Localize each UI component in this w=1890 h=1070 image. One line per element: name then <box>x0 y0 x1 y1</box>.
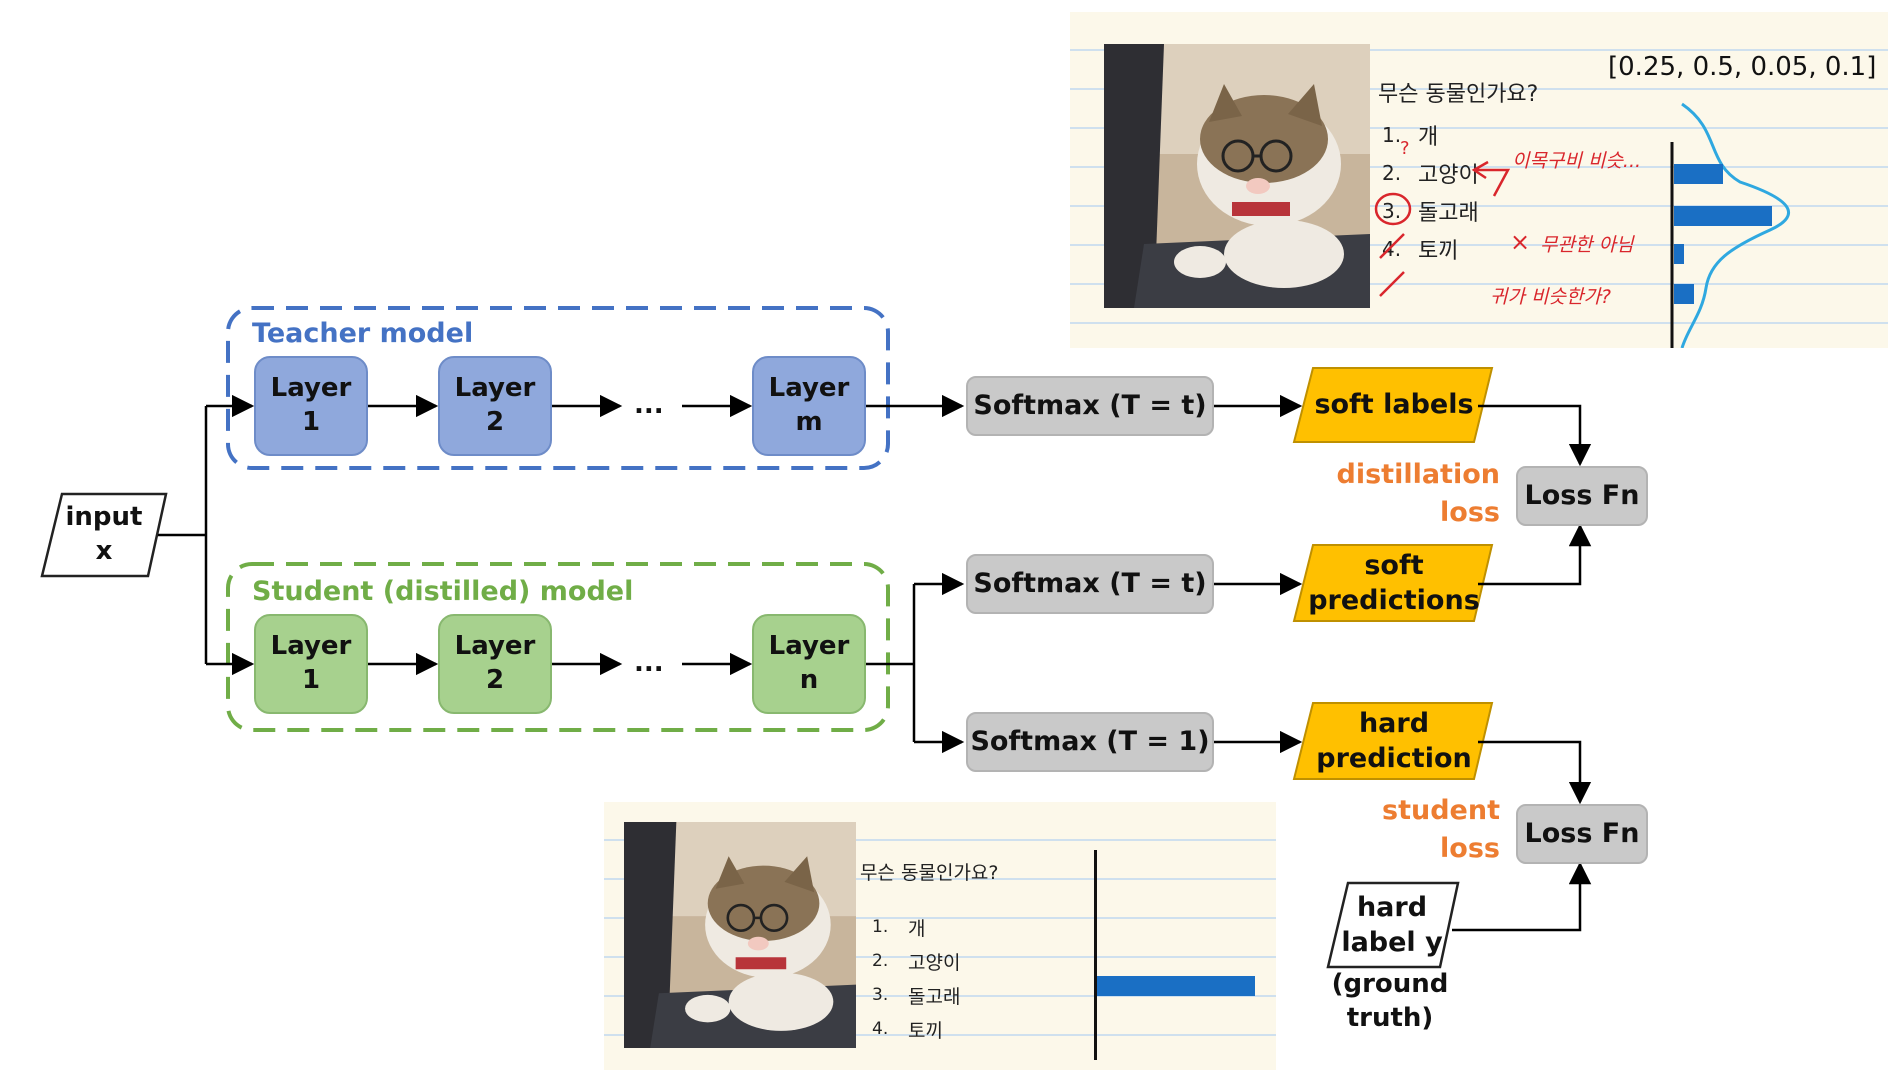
student-layer-n: Layer n <box>752 614 866 714</box>
option-label: 돌고래 <box>908 985 961 1008</box>
prob-bar-4 <box>1674 284 1694 304</box>
option-number: 3. <box>872 985 889 1005</box>
teacher-layer-1: Layer 1 <box>254 356 368 456</box>
hard-label-example-panel: 무슨 동물인가요? 1. 개 2. 고양이 3. 돌고래 4. 토끼 <box>604 802 1276 1070</box>
handwritten-marks: ? × <box>1374 102 1791 348</box>
option-label: 토끼 <box>1418 239 1459 264</box>
soft-prob-bars <box>1070 12 1888 348</box>
annotation-unrelated: 무관한 아님 <box>1540 234 1634 256</box>
input-shape <box>40 492 168 578</box>
soft-panel-options: 1.개 2.고양이 3.돌고래 4.토끼 <box>1382 116 1479 268</box>
soft-labels-shape <box>1292 367 1494 443</box>
hard-prediction: hard prediction <box>1316 707 1472 774</box>
option-label: 토끼 <box>908 1019 943 1042</box>
strike-mark-3 <box>1379 233 1405 259</box>
prob-bar-2 <box>1097 976 1255 996</box>
prob-bar-2 <box>1674 206 1772 226</box>
soft-predictions-shape <box>1292 544 1494 622</box>
cat-photo <box>624 822 856 1048</box>
hard-panel-question: 무슨 동물인가요? <box>860 862 999 884</box>
hard-label: hard label y <box>1341 891 1443 958</box>
ground-truth-label: (ground truth) <box>1331 969 1449 1033</box>
option-number: 1. <box>872 917 889 937</box>
annotation-similar-features: 이목구비 비슷... <box>1512 150 1642 172</box>
student-model-title: Student (distilled) model <box>252 576 634 607</box>
hard-option-3: 3. 돌고래 <box>872 978 960 1012</box>
softmax-student-hard: Softmax (T = 1) <box>966 712 1214 772</box>
distribution-curve <box>1680 102 1791 348</box>
option-label: 개 <box>1418 125 1439 150</box>
teacher-layer-m: Layer m <box>752 356 866 456</box>
prob-bar-3 <box>1674 244 1684 264</box>
student-loss-label: student loss <box>1382 795 1500 864</box>
cat-photo <box>1104 44 1370 308</box>
loss-fn-distillation: Loss Fn <box>1516 466 1648 526</box>
teacher-layer-2: Layer 2 <box>438 356 552 456</box>
hard-option-4: 4. 토끼 <box>872 1012 960 1046</box>
strike-mark-4 <box>1379 271 1405 297</box>
hard-prediction-shape <box>1292 702 1494 780</box>
soft-labels: soft labels <box>1314 389 1474 421</box>
teacher-model-title: Teacher model <box>252 318 474 349</box>
teacher-ellipsis: ... <box>634 390 664 420</box>
hard-panel-options: 1. 개 2. 고양이 3. 돌고래 4. 토끼 <box>872 910 960 1046</box>
option-number: 1. <box>1382 123 1402 147</box>
option-number: 4. <box>872 1019 889 1039</box>
option-label: 개 <box>908 917 926 940</box>
hard-prob-bars <box>604 802 1276 1070</box>
student-model-group <box>226 562 890 732</box>
soft-panel-question: 무슨 동물인가요? <box>1378 82 1539 107</box>
option-label: 고양이 <box>908 951 961 974</box>
option-label: 고양이 <box>1418 163 1479 188</box>
soft-option-3: 3. 돌고래 <box>1382 192 1479 230</box>
hard-option-2: 2. 고양이 <box>872 944 960 978</box>
input-label: input x <box>65 502 143 566</box>
softmax-teacher: Softmax (T = t) <box>966 376 1214 436</box>
student-layer-2: Layer 2 <box>438 614 552 714</box>
arrow-mark <box>1471 160 1511 197</box>
option-number: 2. <box>1382 161 1402 185</box>
soft-predictions: soft predictions <box>1308 549 1480 616</box>
option-number: 3. <box>1382 199 1402 223</box>
x-mark: × <box>1510 228 1530 256</box>
loss-fn-student: Loss Fn <box>1516 804 1648 864</box>
hard-option-1: 1. 개 <box>872 910 960 944</box>
annotation-similar-ears: 귀가 비슷한가? <box>1490 286 1612 308</box>
option-label: 돌고래 <box>1418 201 1479 226</box>
soft-label-vector: [0.25, 0.5, 0.05, 0.1] <box>1608 52 1877 82</box>
circle-mark <box>1374 192 1412 226</box>
distillation-loss-label: distillation loss <box>1336 459 1500 528</box>
soft-label-example-panel: 무슨 동물인가요? [0.25, 0.5, 0.05, 0.1] 1. 개 2. 고… <box>1070 12 1888 348</box>
hard-bar-axis <box>1094 850 1097 1060</box>
hard-label-shape <box>1326 881 1460 969</box>
teacher-model-group <box>226 306 890 470</box>
softmax-student-soft: Softmax (T = t) <box>966 554 1214 614</box>
question-mark: ? <box>1400 138 1410 159</box>
soft-option-1: 1. 개 <box>1382 116 1479 154</box>
student-ellipsis: ... <box>634 648 664 678</box>
soft-option-2: 2. 고양이 <box>1382 154 1479 192</box>
option-number: 2. <box>872 951 889 971</box>
prob-bar-1 <box>1674 164 1723 184</box>
student-layer-1: Layer 1 <box>254 614 368 714</box>
